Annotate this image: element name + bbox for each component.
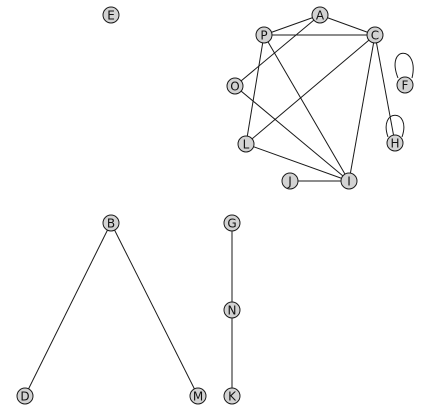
node-label: J [287,175,292,189]
node-circle [255,26,273,44]
node-label: H [390,137,399,151]
edge-h-h [385,114,405,138]
node-label: O [230,80,239,94]
node-l: L [237,135,255,153]
node-label: A [316,9,325,23]
edge-b-m [110,222,199,397]
node-label: E [107,9,115,23]
edge-p-l [245,34,265,145]
node-j: J [281,172,299,190]
node-circle [16,387,34,405]
node-label: G [227,217,236,231]
edge-c-l [245,34,376,145]
node-circle [366,26,384,44]
edge-f-f [394,52,414,79]
node-circle [237,135,255,153]
edge-l-i [245,143,350,182]
node-circle [281,172,299,190]
node-circle [223,301,241,319]
edge-a-o [234,14,321,87]
node-circle [102,6,120,24]
node-d: D [16,387,34,405]
node-circle [189,387,207,405]
node-label: L [243,138,250,152]
node-label: F [402,79,409,93]
node-circle [386,134,404,152]
node-c: C [366,26,384,44]
node-a: A [311,6,329,24]
edges-layer [24,14,414,397]
node-b: B [102,214,120,232]
edge-p-i [263,34,350,182]
node-m: M [189,387,207,405]
node-circle [102,214,120,232]
node-circle [340,172,358,190]
edge-o-i [234,85,350,182]
node-e: E [102,6,120,24]
node-circle [223,387,241,405]
node-h: H [386,134,404,152]
node-label: N [228,304,237,318]
node-label: I [347,175,351,189]
node-i: I [340,172,358,190]
node-label: M [193,390,203,404]
nodes-layer: E A P C O F H L J I B G N D M K [16,6,414,405]
node-circle [396,76,414,94]
node-label: D [20,390,29,404]
node-n: N [223,301,241,319]
node-label: K [228,390,237,404]
node-f: F [396,76,414,94]
edge-b-d [24,222,112,397]
node-p: P [255,26,273,44]
node-g: G [223,214,241,232]
edge-c-i [348,34,376,182]
node-k: K [223,387,241,405]
node-o: O [226,77,244,95]
node-circle [311,6,329,24]
edge-p-a [263,14,321,36]
node-label: P [260,29,267,43]
edge-c-h [374,34,396,144]
edge-a-c [319,14,376,36]
node-label: C [371,29,379,43]
node-circle [226,77,244,95]
node-circle [223,214,241,232]
node-label: B [107,217,115,231]
